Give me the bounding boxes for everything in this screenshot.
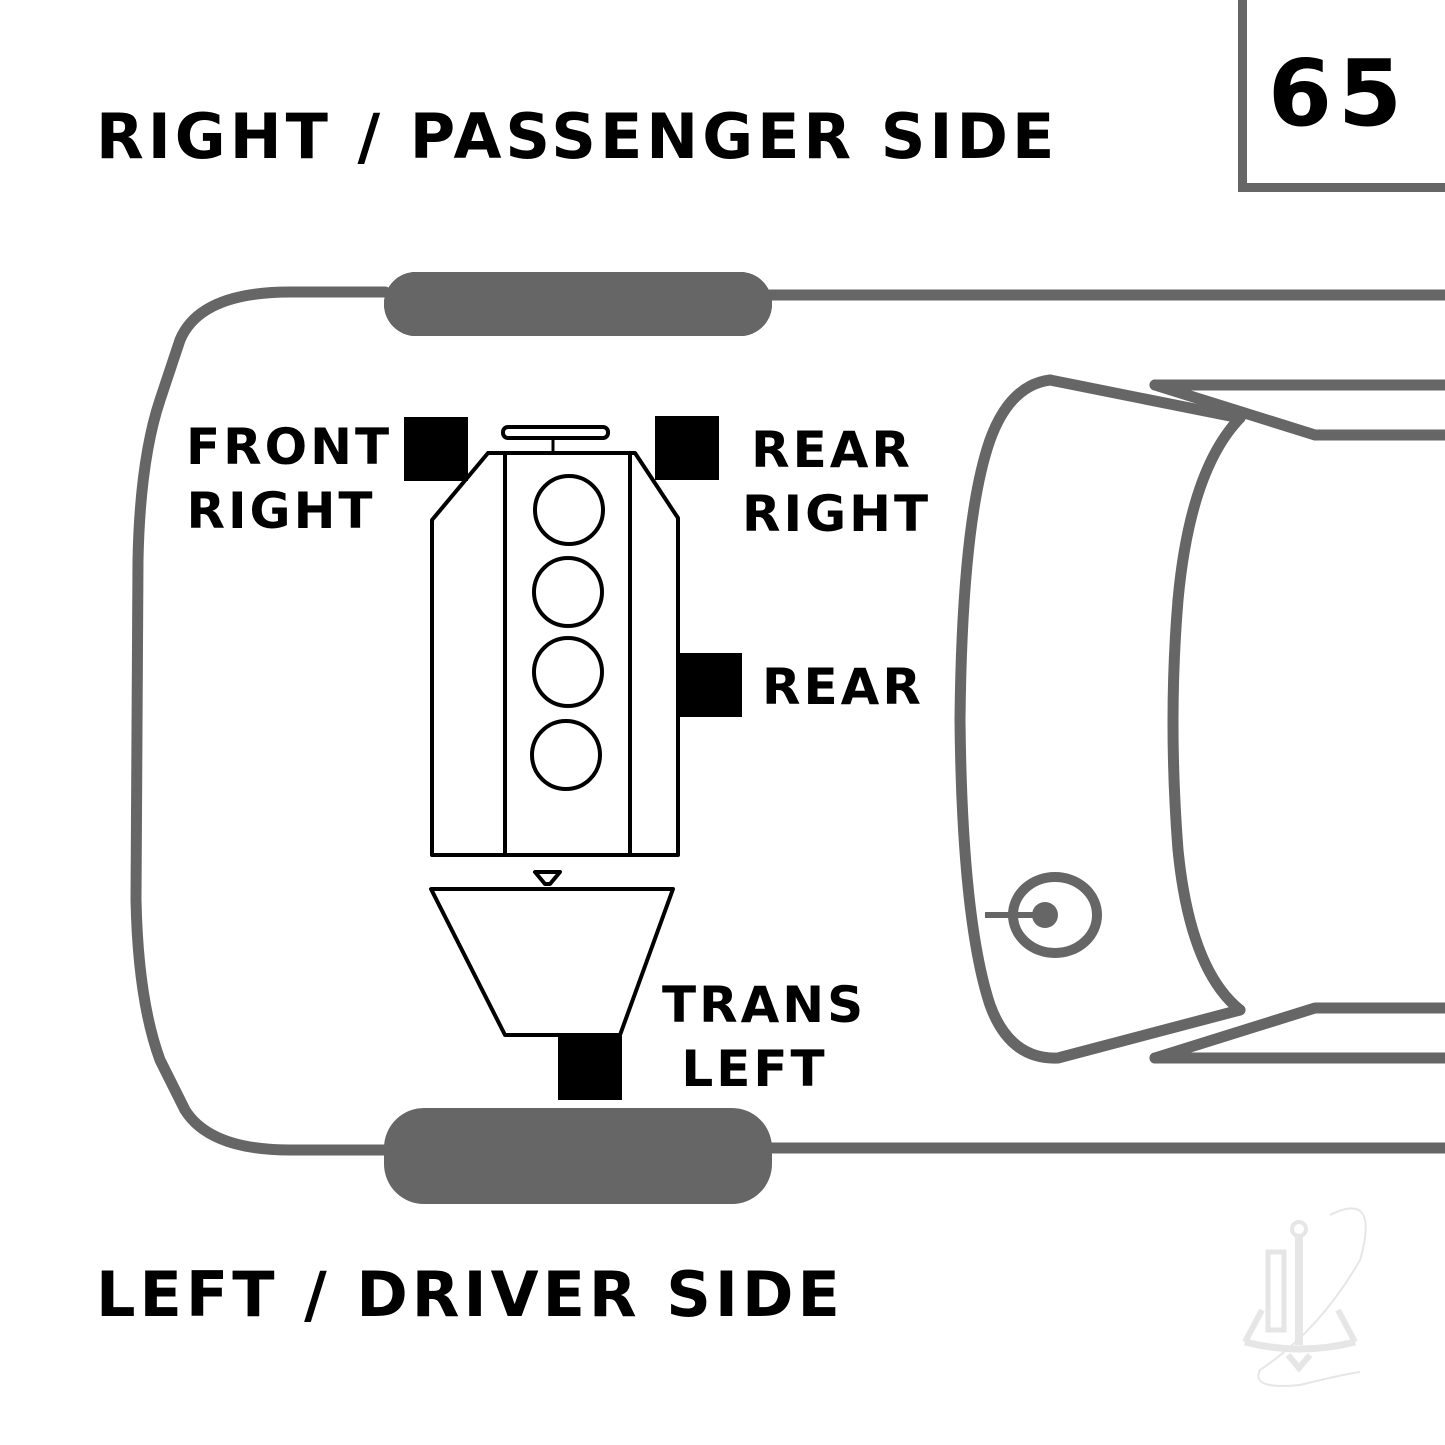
label-front-right-line1: FRONT: [186, 418, 393, 476]
label-trans-left-line2: LEFT: [681, 1040, 828, 1098]
passenger-side-label: RIGHT / PASSENGER SIDE: [96, 100, 1059, 173]
diagram-number: 65: [1268, 40, 1409, 147]
cylinder-3: [532, 636, 604, 708]
label-rear-right-line1: REAR: [751, 421, 913, 479]
cylinder-4: [530, 719, 602, 791]
label-front-right-line2: RIGHT: [186, 482, 376, 540]
cabin-outline: [954, 374, 1445, 1064]
watermark-logo: [1242, 1207, 1367, 1387]
mount-front-right: [404, 417, 468, 481]
label-trans-left-line1: TRANS: [662, 976, 867, 1034]
label-rear-right: REAR RIGHT: [742, 418, 932, 546]
steering-wheel-icon: [985, 872, 1102, 958]
label-rear: REAR: [762, 658, 924, 716]
transmission: [429, 870, 675, 1037]
label-front-right: FRONT RIGHT: [186, 415, 393, 543]
mount-rear: [678, 653, 742, 717]
steering-hub-icon: [1032, 902, 1058, 928]
driver-side-label: LEFT / DRIVER SIDE: [96, 1258, 844, 1331]
vehicle-body-outline: [130, 286, 1445, 1156]
mount-rear-right: [655, 416, 719, 480]
engine-block: [430, 425, 680, 857]
mount-trans-left: [558, 1036, 622, 1100]
diagram-number-badge: [1238, 0, 1445, 192]
label-trans-left: TRANS LEFT: [662, 973, 867, 1101]
label-rear-right-line2: RIGHT: [742, 485, 932, 543]
cylinder-2: [532, 556, 604, 628]
cylinder-1: [533, 474, 605, 546]
front-left-wheel: [384, 1108, 772, 1204]
